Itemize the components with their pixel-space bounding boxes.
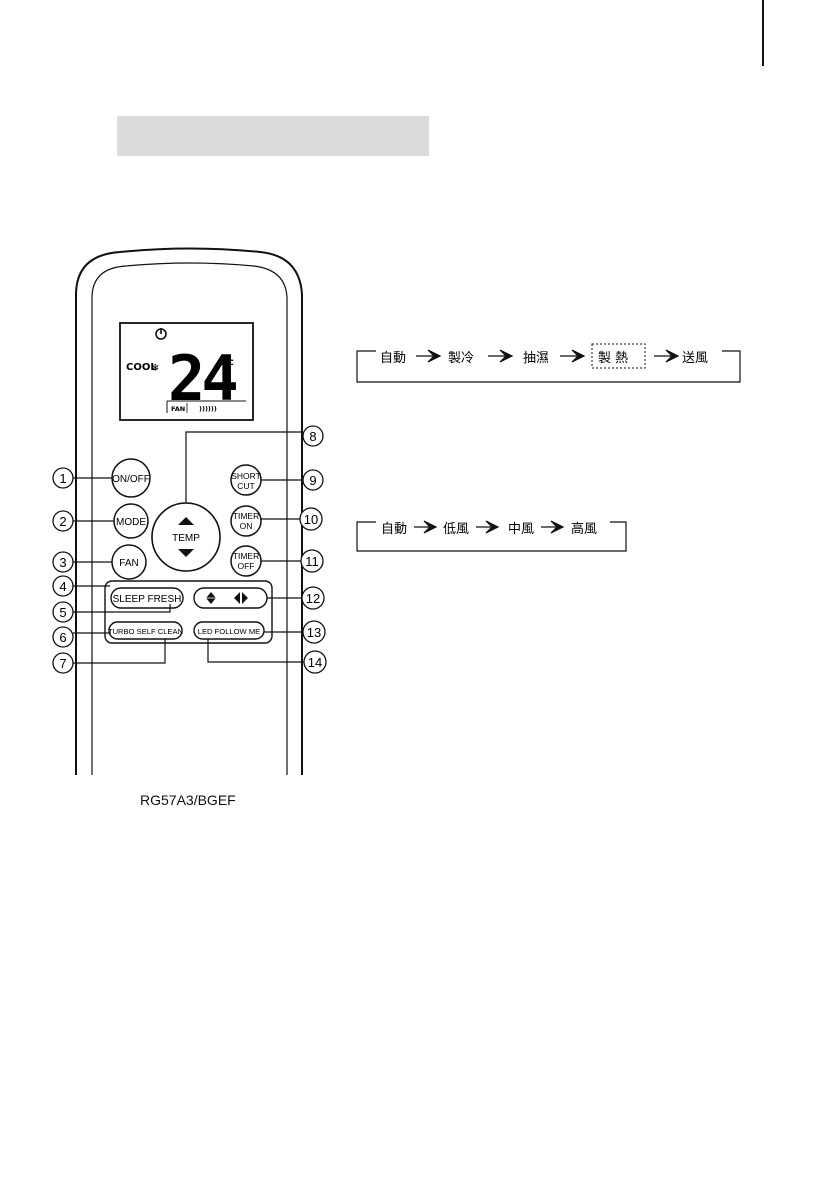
svg-text:2: 2 — [59, 514, 66, 529]
svg-text:7: 7 — [59, 656, 66, 671]
svg-text:ON/OFF: ON/OFF — [112, 474, 150, 485]
mode-button[interactable]: MODE — [114, 504, 148, 538]
arrow-right-icon — [488, 350, 512, 362]
fan-button[interactable]: FAN — [112, 545, 146, 579]
svg-text:11: 11 — [305, 554, 319, 569]
callout-2: 2 — [53, 511, 73, 531]
callout-10: 10 — [300, 508, 322, 530]
mode-item-auto: 自動 — [380, 351, 406, 366]
lcd-fan-indicator: )))))) — [199, 405, 217, 413]
fan-item-high: 高風 — [571, 521, 597, 537]
short-cut-button[interactable]: SHORT CUT — [231, 465, 261, 495]
arrow-right-icon — [654, 350, 678, 362]
svg-text:TURBO SELF CLEAN: TURBO SELF CLEAN — [108, 627, 183, 636]
svg-text:LED FOLLOW ME: LED FOLLOW ME — [198, 627, 260, 636]
svg-text:MODE: MODE — [116, 517, 146, 528]
callout-9: 9 — [303, 470, 323, 490]
svg-text:1: 1 — [59, 471, 66, 486]
callout-7: 7 — [53, 653, 73, 673]
led-follow-me-button[interactable]: LED FOLLOW ME — [194, 622, 264, 639]
svg-text:14: 14 — [308, 655, 322, 670]
svg-text:4: 4 — [59, 579, 66, 594]
callout-13: 13 — [303, 621, 325, 643]
callout-1: 1 — [53, 468, 73, 488]
svg-text:OFF: OFF — [238, 561, 255, 571]
svg-text:SHORT: SHORT — [231, 471, 261, 481]
arrow-right-icon — [560, 350, 584, 362]
svg-text:ON: ON — [240, 521, 253, 531]
callout-11: 11 — [301, 550, 323, 572]
svg-text:8: 8 — [309, 429, 316, 444]
on-off-button[interactable]: ON/OFF — [112, 459, 150, 497]
svg-text:TIMER: TIMER — [233, 511, 259, 521]
temp-button[interactable]: TEMP — [152, 503, 220, 571]
arrow-right-icon — [414, 521, 436, 533]
svg-text:6: 6 — [59, 630, 66, 645]
callout-4: 4 — [53, 576, 73, 596]
mode-sequence: 自動 製冷 抽濕 製 熱 送風 — [357, 344, 740, 382]
snowflake-icon: ❄ — [151, 363, 159, 374]
mode-item-dry: 抽濕 — [523, 351, 549, 366]
mode-item-fan: 送風 — [682, 351, 708, 366]
fan-item-medium: 中風 — [508, 522, 534, 537]
svg-text:5: 5 — [59, 605, 66, 620]
mode-item-cool: 製冷 — [448, 351, 474, 366]
fan-item-low: 低風 — [443, 522, 469, 537]
svg-text:TIMER: TIMER — [233, 551, 259, 561]
fan-sequence: 自動 低風 中風 高風 — [357, 521, 626, 551]
callout-8: 8 — [303, 426, 323, 446]
svg-text:3: 3 — [59, 555, 66, 570]
callout-3: 3 — [53, 552, 73, 572]
svg-text:10: 10 — [304, 512, 318, 527]
lcd-fan-label: FAN — [171, 405, 185, 413]
sleep-fresh-button[interactable]: SLEEP FRESH — [111, 588, 183, 608]
fan-item-auto: 自動 — [381, 522, 407, 537]
model-number: RG57A3/BGEF — [140, 792, 236, 808]
lcd-unit: °c — [223, 357, 234, 368]
turbo-self-clean-button[interactable]: TURBO SELF CLEAN — [108, 622, 183, 639]
callout-14: 14 — [304, 651, 326, 673]
svg-text:FAN: FAN — [119, 558, 138, 569]
swing-button[interactable] — [194, 588, 267, 608]
mode-item-heat: 製 熱 — [598, 351, 628, 366]
timer-off-button[interactable]: TIMER OFF — [231, 546, 261, 576]
callout-12: 12 — [302, 587, 324, 609]
callout-6: 6 — [53, 627, 73, 647]
svg-text:9: 9 — [309, 473, 316, 488]
svg-text:13: 13 — [307, 625, 321, 640]
svg-text:12: 12 — [306, 591, 320, 606]
timer-on-button[interactable]: TIMER ON — [231, 506, 261, 536]
arrow-right-icon — [416, 350, 440, 362]
arrow-right-icon — [476, 521, 498, 533]
svg-text:SLEEP FRESH: SLEEP FRESH — [113, 594, 182, 605]
svg-text:TEMP: TEMP — [172, 533, 200, 544]
arrow-right-icon — [541, 521, 563, 533]
svg-text:CUT: CUT — [237, 481, 254, 491]
callout-5: 5 — [53, 602, 73, 622]
